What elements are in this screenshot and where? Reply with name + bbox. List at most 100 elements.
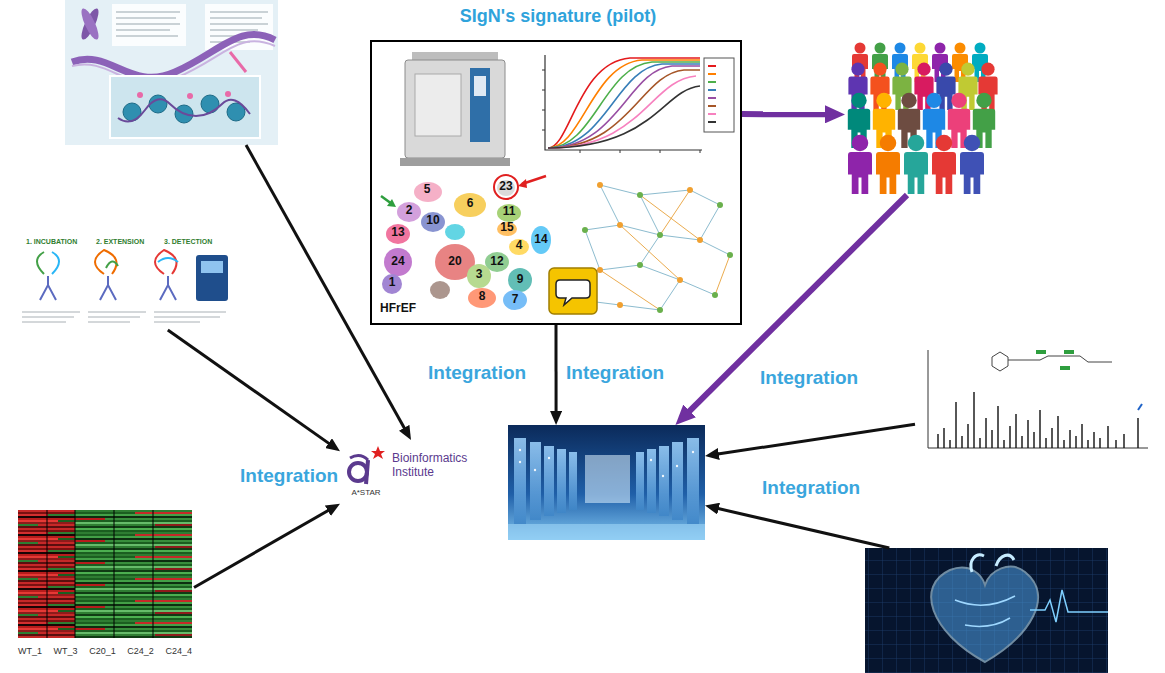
cluster-number: 14 — [534, 233, 547, 246]
connector-arrow — [684, 195, 907, 417]
epigenetics-illustration-part-part — [116, 29, 170, 30]
proximity-assay-illustration-part-part — [37, 252, 44, 274]
dose-response-plot-part — [708, 66, 716, 122]
heatmap-illustration-part-part — [47, 510, 48, 638]
computing-illustration-part-part — [557, 449, 566, 513]
integration-label: Integration — [240, 466, 338, 487]
dose-response-plot-part-part — [542, 70, 545, 71]
network-graph — [577, 182, 733, 313]
cluster-number: 1 — [389, 276, 396, 289]
computing-illustration-part-part — [569, 452, 577, 510]
epigenetics-illustration-part — [112, 4, 186, 46]
tsne-cluster-map-part — [497, 222, 517, 236]
network-graph-part-part — [585, 225, 620, 230]
computing-illustration-part-part — [659, 446, 669, 516]
connector-arrow — [742, 111, 833, 117]
computing-illustration-part-part — [650, 459, 652, 461]
comment-icon-part — [549, 268, 597, 314]
tsne-cluster-map-part — [382, 274, 402, 294]
tsne-cluster-map-part — [467, 264, 491, 288]
network-graph-part-part — [657, 232, 663, 238]
computing-illustration-part-part — [636, 452, 644, 510]
heatmap-illustration-part — [47, 510, 153, 638]
population-illustration-part — [960, 135, 984, 194]
connector-arrow — [168, 330, 334, 447]
cluster-number: 10 — [426, 214, 439, 227]
epigenetics-illustration-part-part — [201, 95, 219, 113]
integration-label: Integration — [762, 478, 860, 499]
dose-response-plot-part-part — [620, 150, 621, 153]
dose-response-plot-part-part — [542, 110, 545, 111]
population-illustration-part — [932, 135, 956, 194]
computing-illustration-part — [585, 455, 630, 503]
network-graph-part-part — [640, 265, 680, 280]
mass-spectrum-illustration-part — [928, 350, 1148, 448]
integration-label: Integration — [760, 368, 858, 389]
step-label: 3. DETECTION — [164, 238, 230, 246]
tsne-cluster-map-part — [384, 248, 412, 276]
network-graph-part-part — [640, 195, 660, 235]
dose-response-plot — [542, 55, 734, 153]
epigenetics-illustration-part-part — [149, 95, 167, 113]
computing-illustration-part-part — [662, 475, 664, 477]
cluster-number: 5 — [424, 183, 431, 196]
tsne-cluster-map-part — [454, 193, 486, 217]
dose-response-plot-part-part — [708, 105, 716, 107]
heatmap-illustration-part-part — [153, 510, 154, 638]
mass-spectrum-illustration-part-part — [1060, 366, 1070, 370]
institute-name: Bioinformatics Institute — [392, 452, 480, 480]
tsne-cluster-map-part — [386, 224, 410, 244]
mass-spectrum-illustration-part — [1138, 404, 1142, 410]
proximity-assay-illustration-part-part — [158, 258, 178, 262]
dose-response-plot-part-part — [548, 70, 700, 148]
institute-logo-mark-part — [349, 463, 367, 481]
integration-label: Integration — [428, 363, 526, 384]
computing-illustration-part-part — [692, 451, 694, 453]
proximity-assay-illustration — [22, 250, 228, 322]
dose-response-plot-part-part — [708, 97, 716, 99]
tsne-cluster-map-part — [531, 226, 551, 254]
mass-spectrum-illustration-part — [992, 352, 1008, 371]
cluster-number: 20 — [448, 255, 461, 268]
computing-illustration-part-part — [519, 461, 521, 463]
population-illustration-part — [872, 43, 888, 83]
mass-cytometer-illustration — [400, 52, 510, 166]
computing-illustration-part-part — [647, 449, 656, 513]
proximity-assay-illustration-part-part — [88, 312, 146, 313]
network-graph-part-part — [582, 227, 588, 233]
assay-panel: 1. INCUBATION2. EXTENSION3. DETECTION — [18, 238, 232, 330]
computing-illustration-part — [508, 425, 705, 540]
proximity-assay-illustration-part — [37, 250, 178, 300]
network-graph-part-part — [712, 292, 718, 298]
heatmap-illustration — [18, 510, 192, 638]
cluster-number: 11 — [503, 205, 516, 218]
proximity-assay-illustration-part-part — [22, 322, 66, 323]
network-graph-part-part — [640, 190, 690, 195]
dose-response-plot-part-part — [548, 66, 700, 148]
tsne-cluster-map-part — [497, 204, 521, 222]
comment-icon — [549, 268, 597, 314]
connector-arrow — [713, 424, 915, 455]
epigenetics-illustration-part — [118, 99, 250, 121]
dose-response-plot-part — [704, 58, 734, 132]
heart-illustration-part — [1030, 590, 1108, 622]
cluster-highlight — [381, 175, 546, 207]
tsne-cluster-map-part — [414, 182, 442, 202]
tsne-cluster-map-part — [421, 212, 445, 232]
population-illustration-part — [952, 43, 968, 83]
cluster-number: 9 — [517, 273, 524, 286]
epigenetics-illustration-part-part — [210, 11, 268, 12]
sample-labels: WT_1 WT_3 C20_1 C24_2 C24_4 — [18, 646, 192, 656]
network-graph-part-part — [717, 202, 723, 208]
mass-spectrum-illustration-part — [938, 392, 1138, 448]
heart-illustration-part — [865, 548, 1108, 673]
proximity-assay-illustration-part-part — [52, 252, 59, 274]
epigenetics-illustration-part-part — [116, 35, 178, 36]
heart-illustration-part — [865, 548, 1108, 673]
connector-arrow — [713, 507, 890, 548]
computing-illustration — [508, 425, 705, 540]
mass-spectrum-illustration — [928, 350, 1148, 448]
network-graph-part — [600, 190, 730, 310]
network-graph-part-part — [597, 267, 603, 273]
network-graph-part-part — [600, 265, 640, 270]
